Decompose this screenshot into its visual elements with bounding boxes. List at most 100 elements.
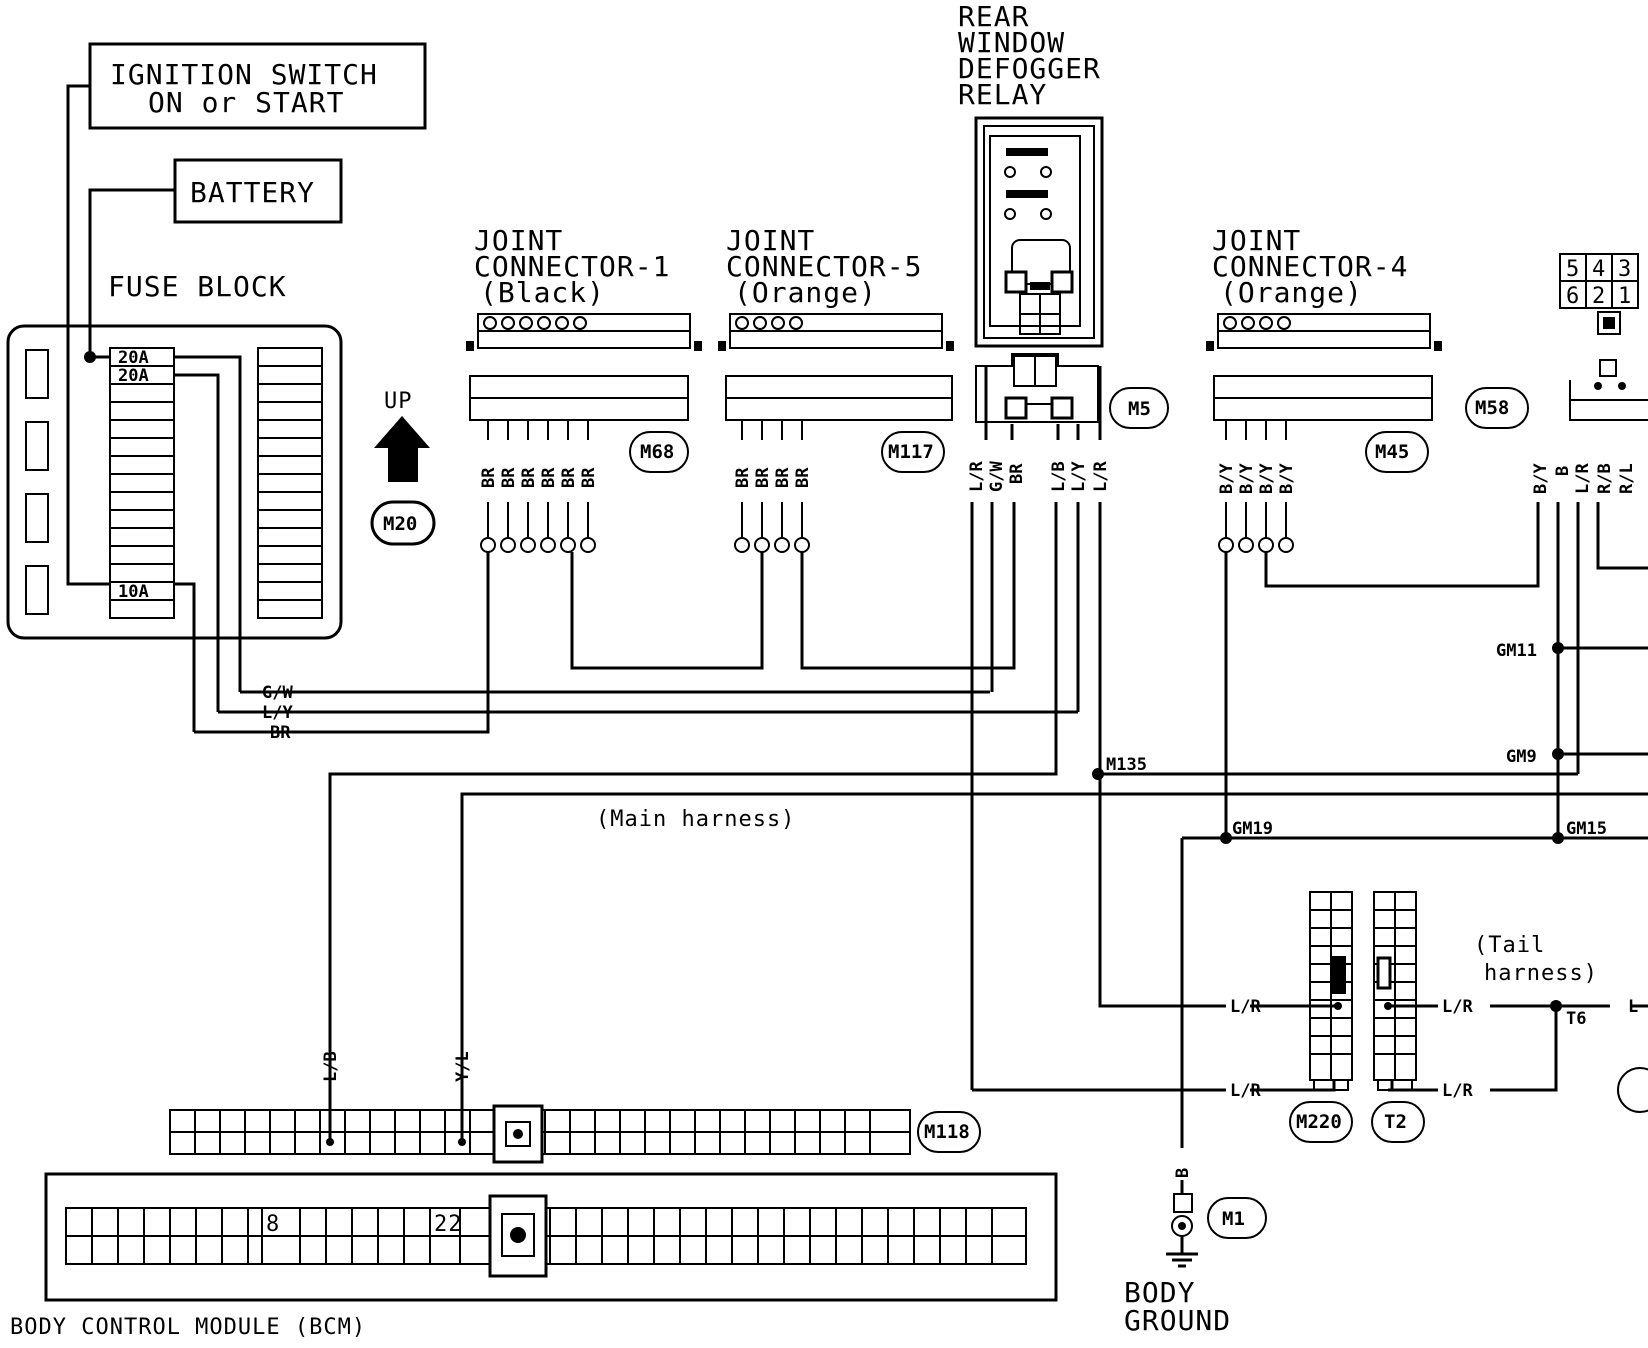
wire-label-by-j4b: B/Y xyxy=(1237,463,1257,494)
fuse-10a: 10A xyxy=(118,582,149,602)
wire-label-lr-m220a: L/R xyxy=(1230,997,1261,1017)
m58-pin-5: 5 xyxy=(1566,257,1580,282)
battery-label: BATTERY xyxy=(190,176,315,209)
fuse-20a-top: 20A xyxy=(118,348,149,368)
wire-label-by-j4d: B/Y xyxy=(1277,463,1297,494)
rear-window-defogger-relay: REAR WINDOW DEFOGGER RELAY xyxy=(958,0,1104,348)
main-wires xyxy=(300,366,1648,1148)
fuse-20a-second: 20A xyxy=(118,366,149,386)
fuse-column-left xyxy=(109,347,175,619)
splice-gm9: GM9 xyxy=(1506,747,1537,767)
m58-pin-3: 3 xyxy=(1618,257,1632,282)
ignition-line2: ON or START xyxy=(148,86,344,119)
splice-gm19: GM19 xyxy=(1232,819,1273,839)
m58-pin-2: 2 xyxy=(1592,284,1606,309)
ignition-switch-box: IGNITION SWITCH ON or START xyxy=(88,42,427,130)
ground-line2: GROUND xyxy=(1124,1304,1231,1337)
ignition-line1: IGNITION SWITCH xyxy=(110,58,378,91)
battery-box: BATTERY xyxy=(173,158,343,224)
tail-harness-line1: (Tail xyxy=(1474,933,1545,958)
tail-harness-line2: harness) xyxy=(1484,961,1598,986)
wire-label-b-ground: B xyxy=(1173,1168,1193,1178)
joint-connector-5: JOINT CONNECTOR-5 (Orange) M117 xyxy=(718,224,954,473)
wire-label-br-j5a: BR xyxy=(733,467,753,488)
wire-label-br-j5d: BR xyxy=(793,467,813,488)
bcm-pin-22: 22 xyxy=(434,1212,463,1237)
splice-m135: M135 xyxy=(1106,755,1147,775)
m45-label: M45 xyxy=(1375,441,1409,463)
joint-connector-4: JOINT CONNECTOR-4 (Orange) M45 xyxy=(1206,224,1442,473)
m20-label: M20 xyxy=(383,513,417,535)
up-arrow-icon xyxy=(374,416,430,482)
lower-wire-labels: L/R L/R L/R L/R L xyxy=(1226,994,1638,1101)
relay-line4: RELAY xyxy=(958,78,1047,111)
wire-label-l-right: L xyxy=(1628,997,1638,1017)
wire-label-by-j4c: B/Y xyxy=(1257,463,1277,494)
m58-pin-1: 1 xyxy=(1618,284,1632,309)
wire-label-gw-m5: G/W xyxy=(987,461,1007,492)
fuse-block: FUSE BLOCK 20A 20A 10A xyxy=(6,270,343,640)
joint4-pins: B/Y B/Y B/Y B/Y xyxy=(1217,420,1297,553)
m117-label: M117 xyxy=(888,441,934,463)
connector-m58: 5 4 3 6 2 1 M58 xyxy=(1465,253,1648,429)
relay-line2: WINDOW xyxy=(958,26,1065,59)
wire-label-lr-t2b: L/R xyxy=(1442,1081,1473,1101)
joint1-pins: BR BR BR BR BR BR xyxy=(479,420,599,553)
wire-label-by-m58: B/Y xyxy=(1531,463,1551,494)
wire-label-lb-m5: L/B xyxy=(1049,461,1069,492)
joint1-line2: CONNECTOR-1 xyxy=(474,250,670,283)
joint5-line2: CONNECTOR-5 xyxy=(726,250,922,283)
ground-line1: BODY xyxy=(1124,1276,1195,1309)
joint1-line3: (Black) xyxy=(480,276,605,309)
body-ground: B M1 BODY GROUND xyxy=(1124,1168,1267,1337)
relay-wire-labels: L/R G/W BR L/B L/Y L/R xyxy=(967,461,1111,492)
m5-label: M5 xyxy=(1128,398,1151,420)
wire-label-br-j1d: BR xyxy=(539,467,559,488)
m118-label: M118 xyxy=(924,1121,970,1143)
wire-label-lr-m5a: L/R xyxy=(967,461,987,492)
joint4-line3: (Orange) xyxy=(1220,276,1363,309)
wire-label-br-m5: BR xyxy=(1007,463,1027,484)
relay-line1: REAR xyxy=(958,0,1029,33)
m68-label: M68 xyxy=(640,441,674,463)
wire-label-rl-m58: R/L xyxy=(1617,463,1637,494)
wire-label-br-j1c: BR xyxy=(519,467,539,488)
wire-label-ly: L/Y xyxy=(262,703,293,723)
wire-label-lr-m5b: L/R xyxy=(1091,461,1111,492)
splice-t6: T6 xyxy=(1566,1009,1586,1029)
wire-label-ly-m5: L/Y xyxy=(1069,461,1089,492)
m58-pin-6: 6 xyxy=(1566,284,1580,309)
wire-label-br-j1a: BR xyxy=(479,467,499,488)
splice-gm11: GM11 xyxy=(1496,641,1537,661)
splice-dots xyxy=(1092,642,1564,1012)
wire-label-br-j1f: BR xyxy=(579,467,599,488)
m1-label: M1 xyxy=(1222,1208,1245,1230)
up-label: UP xyxy=(384,389,413,414)
wire-label-br-j1b: BR xyxy=(499,467,519,488)
fuse-block-label: FUSE BLOCK xyxy=(108,270,287,303)
wire-label-b-m58: B xyxy=(1553,466,1573,476)
fuse-column-right xyxy=(257,347,323,619)
main-harness-label: (Main harness) xyxy=(596,807,795,832)
wire-label-lr-m220b: L/R xyxy=(1230,1081,1261,1101)
wire-label-br-j5b: BR xyxy=(753,467,773,488)
joint1-line1: JOINT xyxy=(474,224,563,257)
joint-connector-1: JOINT CONNECTOR-1 (Black) M68 xyxy=(466,224,702,473)
joint5-line3: (Orange) xyxy=(734,276,877,309)
up-indicator: UP M20 xyxy=(370,389,436,546)
wire-label-br-j5c: BR xyxy=(773,467,793,488)
bcm-label: BODY CONTROL MODULE (BCM) xyxy=(10,1315,366,1340)
wire-label-yl-bcm: Y/L xyxy=(453,1051,473,1082)
wire-label-rb-m58: R/B xyxy=(1595,463,1615,494)
joint4-line2: CONNECTOR-4 xyxy=(1212,250,1408,283)
wire-label-br-j1e: BR xyxy=(559,467,579,488)
wire-label-lr-m58: L/R xyxy=(1573,463,1593,494)
wire-label-by-j4a: B/Y xyxy=(1217,463,1237,494)
connector-t2: T2 xyxy=(1371,891,1425,1143)
relay-line3: DEFOGGER xyxy=(958,52,1101,85)
splice-gm15: GM15 xyxy=(1566,819,1607,839)
wire-label-gw: G/W xyxy=(262,683,293,703)
bcm-pin-8: 8 xyxy=(266,1212,280,1237)
wire-label-lr-t2a: L/R xyxy=(1442,997,1473,1017)
